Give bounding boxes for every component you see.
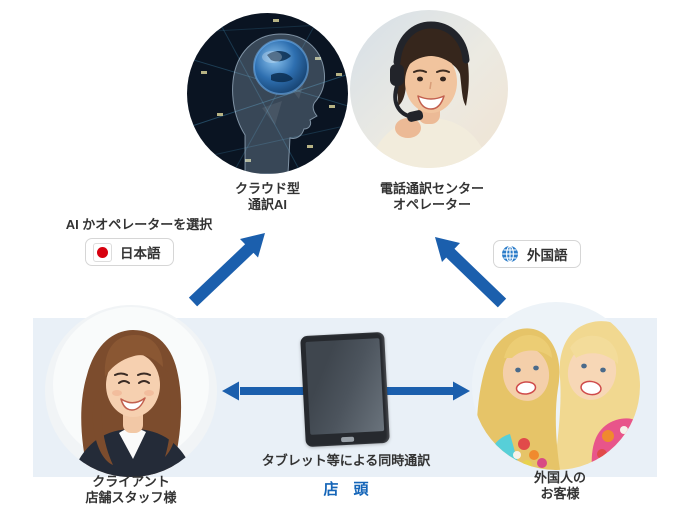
storefront-label: 店 頭: [323, 481, 369, 498]
customers-label-line2: お客様: [540, 486, 580, 501]
globe-icon: [502, 245, 518, 263]
staff-label: クライアント 店舗スタッフ様: [45, 474, 217, 506]
cloud-ai-label: クラウド型 通訳AI: [187, 181, 348, 213]
select-ai-or-operator-text: AI かオペレーターを選択: [65, 217, 213, 232]
tablet-caption: タブレット等による同時通訳: [261, 453, 431, 468]
cloud-ai-cyborg-head-photo: [187, 13, 348, 174]
japan-flag-icon: [93, 242, 112, 262]
tablet-screen: [305, 338, 385, 435]
operator-label-line1: 電話通訳センター: [379, 181, 484, 196]
foreign-customers-photo: [472, 302, 640, 470]
tablet-home-button: [340, 436, 355, 443]
staff-label-line2: 店舗スタッフ様: [85, 490, 177, 505]
customers-label: 外国人の お客様: [476, 470, 644, 502]
customers-label-line1: 外国人の: [533, 470, 586, 485]
tablet: [300, 331, 390, 448]
call-center-operator-photo: [350, 10, 508, 168]
staff-to-cloud-ai-arrow: [188, 233, 265, 307]
customers-to-operator-arrow: [435, 237, 507, 308]
cloud-ai-label-line1: クラウド型: [234, 181, 300, 196]
japanese-language-badge: 日本語: [85, 238, 174, 266]
tablet-to-customers-arrow: [378, 381, 470, 401]
cloud-ai-label-line2: 通訳AI: [247, 197, 287, 212]
operator-label-line2: オペレーター: [392, 197, 471, 212]
operator-label: 電話通訳センター オペレーター: [348, 181, 516, 213]
store-staff-photo: [45, 305, 217, 477]
staff-label-line1: クライアント: [92, 474, 170, 489]
japanese-badge-label: 日本語: [120, 246, 161, 261]
foreign-language-badge: 外国語: [493, 240, 581, 268]
foreign-badge-label: 外国語: [527, 248, 568, 263]
